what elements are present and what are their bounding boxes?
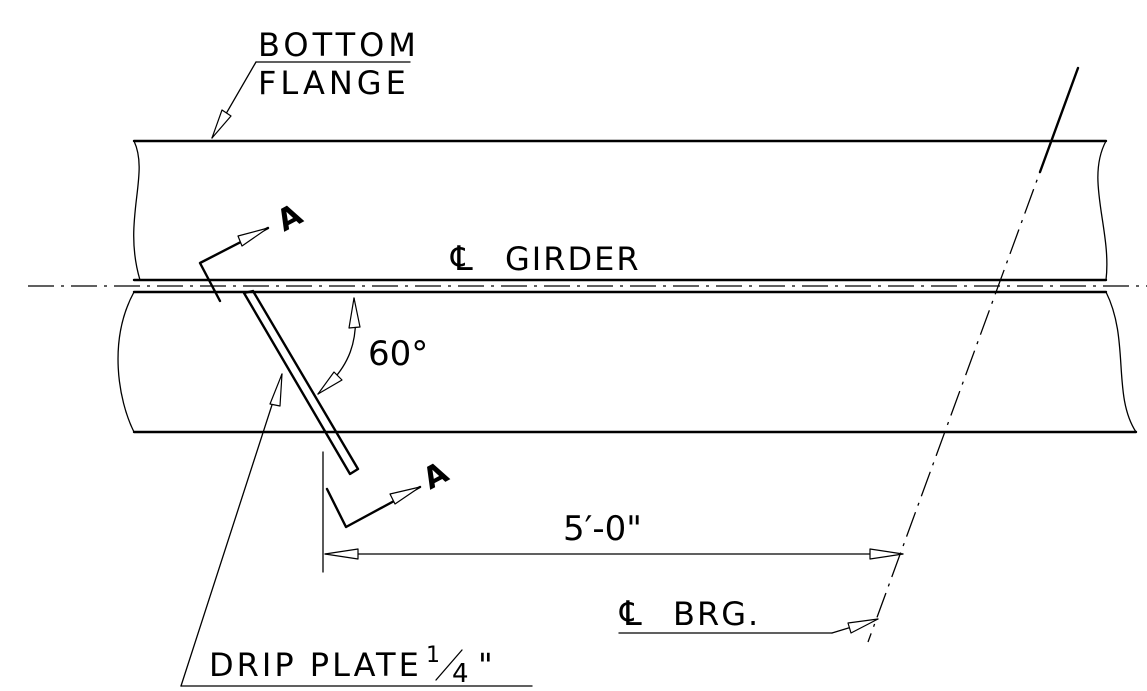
drip-plate [242,289,360,476]
cl-girder-symbol: ℄ [450,239,473,279]
section-label-lower: A [417,455,455,497]
angle-dimension: 60° [317,297,428,395]
angle-arrow-lower [317,371,343,395]
flange-left-break-upper [133,140,141,281]
section-cut-line-upper [198,226,270,303]
drip-plate-leader [180,373,283,687]
drip-plate-fraction-bar [435,649,463,681]
girder-web [28,278,1147,294]
drip-plate-callout: DRIP PLATE 1 4 " [180,373,533,689]
section-arrow-upper [237,227,269,247]
flange-left-break-lower [117,291,135,433]
bottom-flange-callout: BOTTOM FLANGE [211,26,420,139]
drip-plate-fraction-numerator: 1 [426,643,440,668]
flange-right-break-upper [1097,140,1108,281]
angle-label: 60° [368,334,428,374]
cl-bearing-text: BRG. [673,595,760,633]
drip-plate-body [242,289,360,476]
bearing-centerline-label: ℄ BRG. [618,594,879,634]
bottom-flange-label-line1: BOTTOM [258,26,420,64]
section-arrow-lower [389,486,421,505]
bearing-centerline-solid-end [1038,66,1080,174]
angle-arrow-upper [348,297,361,329]
bottom-flange-leader-arrow [211,109,232,139]
bottom-flange-outline [117,139,1138,434]
drip-plate-inch-mark: " [478,646,493,684]
dimension-arrow-right [869,548,904,560]
flange-right-break-lower [1105,291,1137,433]
cl-girder-text: GIRDER [505,240,641,278]
girder-centerline-label: ℄ GIRDER [450,239,641,279]
drip-plate-label: DRIP PLATE [209,646,422,684]
section-label-upper: A [271,197,309,239]
drip-plate-fraction-denominator: 4 [452,659,469,689]
cl-bearing-leader-arrow [847,618,879,634]
dimension-label: 5′-0" [563,509,642,549]
dimension-arrow-left [324,548,359,560]
bottom-flange-label-line2: FLANGE [258,64,410,102]
cl-bearing-symbol: ℄ [619,594,642,634]
drip-plate-leader-arrow [269,373,283,407]
offset-dimension: 5′-0" [322,451,904,573]
